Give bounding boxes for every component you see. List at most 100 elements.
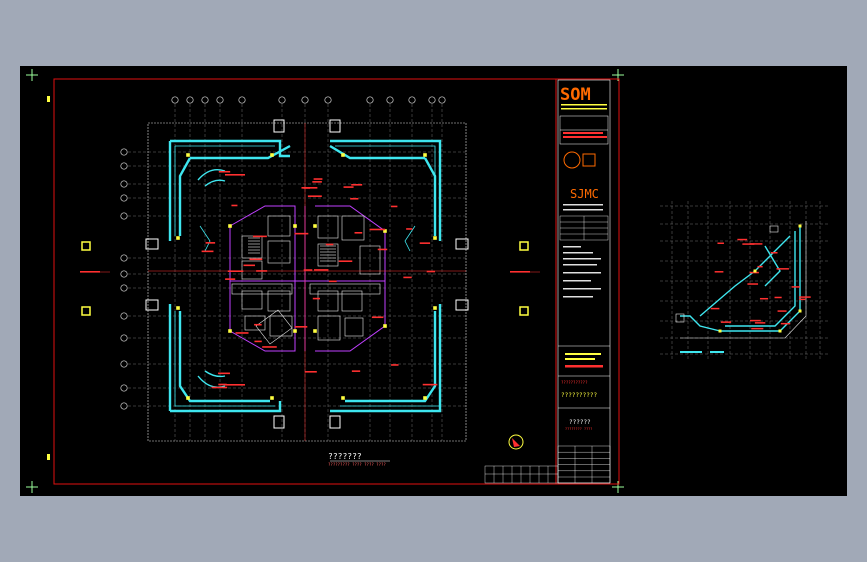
core-room [267, 240, 291, 264]
detail-annotation-tag [780, 322, 791, 325]
core-room [241, 235, 263, 259]
red-note: ??????????? [561, 380, 588, 385]
structural-columns [176, 153, 437, 400]
annotation-tag [218, 383, 227, 386]
grid-bubble [171, 96, 179, 104]
title-block[interactable]: SOM SJMC [484, 79, 611, 484]
detail-column [753, 269, 757, 273]
detail-annotation-tag [749, 319, 761, 322]
sheet-index-table [557, 445, 611, 484]
annotation-tag [312, 181, 322, 183]
column [383, 229, 387, 233]
annotation-tag [307, 195, 322, 197]
detail-annotation-tag [776, 268, 789, 270]
drawing-code: ?????? [569, 419, 591, 426]
annotation-tag [313, 178, 323, 180]
yellow-note: ?????????? [561, 392, 598, 399]
main-floor-plan[interactable]: ??????? ????????? ???? ???? ???? [80, 96, 540, 467]
annotation-tag [249, 258, 263, 261]
grid-bubble [216, 96, 224, 104]
grid-bubble [120, 212, 128, 220]
revision-table [559, 215, 609, 241]
grid-lines [128, 104, 466, 441]
detail-annotation-tag [747, 283, 759, 285]
grid-bubble [301, 96, 309, 104]
annotation-tag [406, 228, 413, 230]
column [423, 396, 427, 400]
room-annotations [80, 170, 530, 389]
annotation-tag [303, 269, 313, 271]
core-room [244, 315, 266, 331]
detail-annotation-tag [710, 307, 720, 310]
core-room [267, 215, 291, 237]
annotation-tag [312, 297, 320, 300]
detail-column [798, 224, 802, 228]
annotation-tag [205, 242, 216, 244]
core-room [317, 315, 341, 341]
annotation-tag [343, 186, 354, 188]
cad-drawing-viewport[interactable]: ??????? ????????? ???? ???? ???? SOM SJM… [20, 66, 847, 496]
annotation-tag [294, 232, 309, 235]
column [423, 153, 427, 157]
bottom-strip-table [484, 465, 559, 484]
escalator-box [255, 309, 293, 345]
column [176, 236, 180, 240]
column [186, 153, 190, 157]
detail-outline [675, 221, 807, 339]
bottom-strip-frame [484, 465, 559, 484]
core-room [241, 260, 263, 280]
grid-bubble [201, 96, 209, 104]
central-core [229, 205, 386, 352]
annotation-tag [218, 372, 230, 375]
column [341, 153, 345, 157]
detail-annotations [710, 238, 811, 330]
grid-bubble [120, 384, 128, 392]
frame-tick-marks [47, 96, 50, 460]
detail-annotation-tag [799, 296, 811, 298]
grid-bubble [428, 96, 436, 104]
column [228, 329, 232, 333]
exterior-walls-inner [174, 145, 441, 407]
red-info-block [563, 132, 607, 138]
grid-bubble [238, 96, 246, 104]
column [270, 396, 274, 400]
annotation-tag [351, 183, 363, 186]
detail-annotation-tag [770, 252, 778, 254]
annotation-tag [354, 231, 363, 234]
annotation-tag [225, 384, 245, 386]
detail-column [778, 329, 782, 333]
column [228, 224, 232, 228]
annotation-tag [243, 264, 256, 267]
project-box [559, 115, 609, 145]
cad-drawing[interactable]: ??????? ????????? ???? ???? ???? SOM SJM… [20, 66, 847, 496]
detail-annotation-tag [737, 238, 748, 241]
firm-info-lines [561, 104, 607, 110]
crosshair-icon [26, 69, 624, 493]
annotation-tag [301, 187, 318, 189]
column [433, 236, 437, 240]
annotation-tag [377, 248, 388, 251]
annotation-tag [262, 346, 277, 348]
section-lines [80, 123, 540, 441]
grid-bubble [438, 96, 446, 104]
detail-annotation-tag [742, 243, 755, 245]
detail-annotation-tag [714, 271, 724, 273]
grid-bubble [386, 96, 394, 104]
grid-bubble [186, 96, 194, 104]
annotation-tag [201, 250, 214, 253]
dimension-outline [147, 122, 467, 442]
grid-bubble [120, 194, 128, 202]
detail-columns [718, 224, 802, 333]
detail-annotation-tag [777, 310, 787, 312]
detail-annotation-tag [749, 271, 759, 274]
annotation-tag [426, 270, 436, 273]
grid-bubble [120, 312, 128, 320]
detail-label [680, 351, 724, 353]
annotation-tag [351, 370, 361, 372]
grid-bubble [366, 96, 374, 104]
grid-bubble [324, 96, 332, 104]
annotation-tag [419, 242, 431, 244]
enlarged-corner-detail[interactable] [660, 201, 830, 361]
detail-annotation-tag [717, 242, 724, 244]
grid-bubble [408, 96, 416, 104]
